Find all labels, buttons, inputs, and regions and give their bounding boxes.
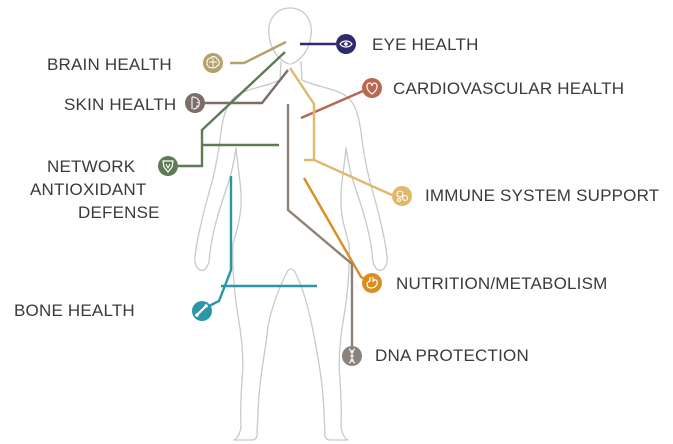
label-network: NETWORK xyxy=(47,157,136,176)
connector-nutrition xyxy=(302,177,373,285)
bone-icon xyxy=(192,301,212,321)
label-eye-health: EYE HEALTH xyxy=(372,35,479,54)
eye-icon xyxy=(336,34,356,54)
label-dna-protection: DNA PROTECTION xyxy=(375,346,529,365)
stomach-icon xyxy=(362,273,382,293)
label-antioxidant: ANTIOXIDANT xyxy=(30,180,147,199)
connector-brain xyxy=(230,40,287,65)
label-cardiovascular-health: CARDIOVASCULAR HEALTH xyxy=(393,79,625,98)
connector-immune xyxy=(289,67,393,197)
shield-icon xyxy=(158,156,178,176)
connector-dna xyxy=(286,104,354,356)
cells-icon xyxy=(392,186,412,206)
dna-icon xyxy=(342,346,362,366)
heart-icon xyxy=(362,78,382,98)
label-skin-health: SKIN HEALTH xyxy=(64,95,177,114)
face-icon xyxy=(185,93,205,113)
connector-network xyxy=(178,51,286,168)
connector-bone xyxy=(202,176,233,311)
connector-cardio xyxy=(300,89,364,120)
connector-skin xyxy=(205,69,289,105)
label-bone-health: BONE HEALTH xyxy=(14,301,135,320)
label-nutrition-metabolism: NUTRITION/METABOLISM xyxy=(396,274,608,293)
brain-icon xyxy=(203,53,223,73)
label-immune-system-support: IMMUNE SYSTEM SUPPORT xyxy=(425,186,660,205)
body-outline xyxy=(194,7,388,441)
label-brain-health: BRAIN HEALTH xyxy=(47,55,172,74)
label-defense: DEFENSE xyxy=(78,203,160,222)
